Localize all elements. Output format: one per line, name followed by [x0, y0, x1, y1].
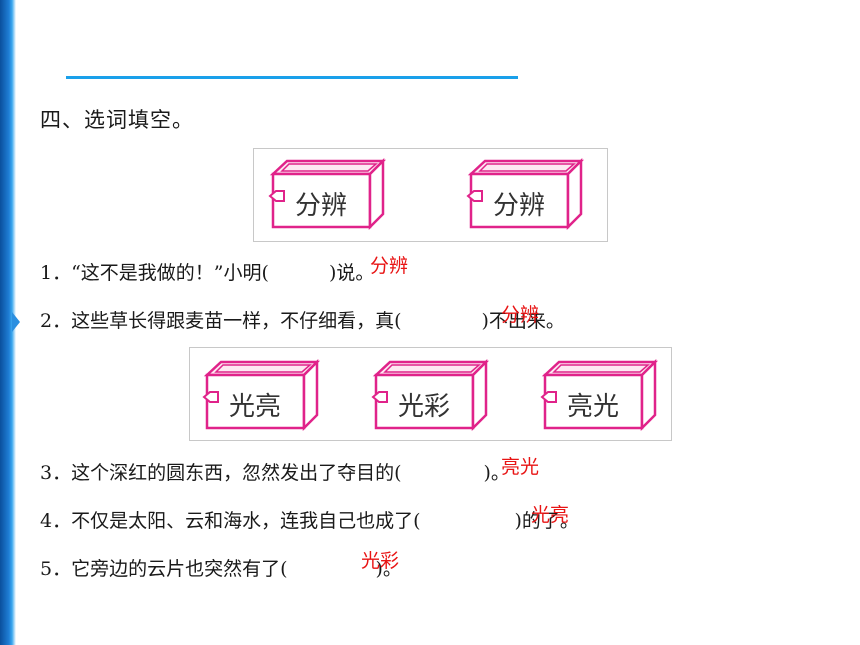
question-number: 3．: [40, 462, 72, 484]
word-box: 亮光: [540, 359, 658, 431]
question-text-before: “这不是我做的！”小明(: [71, 262, 269, 284]
box-icon: [466, 158, 584, 230]
word-box: 分辨: [268, 158, 386, 230]
question-number: 4．: [40, 510, 72, 532]
question-text-before: 这个深红的圆东西，忽然发出了夺目的(: [71, 462, 402, 484]
title-underline: [66, 76, 518, 79]
answer-5: 光彩: [361, 550, 400, 572]
word-box-label: 分辨: [493, 191, 546, 221]
question-text-before: 不仅是太阳、云和海水，连我自己也成了(: [71, 510, 421, 532]
word-bank-1: 分辨 分辨: [253, 148, 608, 242]
question-text-after: )说。: [328, 262, 375, 284]
word-box: 光彩: [371, 359, 489, 431]
answer-2: 分辨: [501, 304, 540, 326]
question-text-after: )。: [483, 462, 510, 484]
box-icon: [268, 158, 386, 230]
question-4: 4．不仅是太阳、云和海水，连我自己也成了( )的了。: [40, 506, 579, 533]
answer-1: 分辨: [370, 255, 409, 277]
question-number: 5．: [40, 558, 72, 580]
question-text-before: 它旁边的云片也突然有了(: [71, 558, 288, 580]
question-number: 2．: [40, 310, 72, 332]
word-box: 分辨: [466, 158, 584, 230]
question-text-before: 这些草长得跟麦苗一样，不仔细看，真(: [71, 310, 402, 332]
question-number: 1．: [40, 262, 72, 284]
answer-4: 光亮: [531, 504, 570, 526]
box-icon: [371, 359, 489, 431]
question-2: 2．这些草长得跟麦苗一样，不仔细看，真( )不出来。: [40, 306, 565, 333]
box-icon: [540, 359, 658, 431]
section-heading: 四、选词填空。: [40, 108, 194, 132]
page-nav-arrow-icon[interactable]: [12, 312, 20, 332]
left-accent-bar: [0, 0, 16, 645]
question-3: 3．这个深红的圆东西，忽然发出了夺目的( )。: [40, 458, 510, 485]
question-1: 1．“这不是我做的！”小明( )说。: [40, 258, 374, 285]
answer-3: 亮光: [501, 456, 540, 478]
question-text-after: )的了。: [514, 510, 579, 532]
word-bank-2: 光亮 光彩 亮光: [189, 347, 672, 441]
question-5: 5．它旁边的云片也突然有了( )。: [40, 554, 402, 581]
word-box-label: 光彩: [398, 392, 451, 422]
box-icon: [202, 359, 320, 431]
word-box-label: 光亮: [229, 392, 282, 422]
question-text-after: )。: [375, 558, 402, 580]
word-box-label: 亮光: [567, 392, 620, 422]
word-box-label: 分辨: [295, 191, 348, 221]
question-text-after: )不出来。: [481, 310, 565, 332]
word-box: 光亮: [202, 359, 320, 431]
